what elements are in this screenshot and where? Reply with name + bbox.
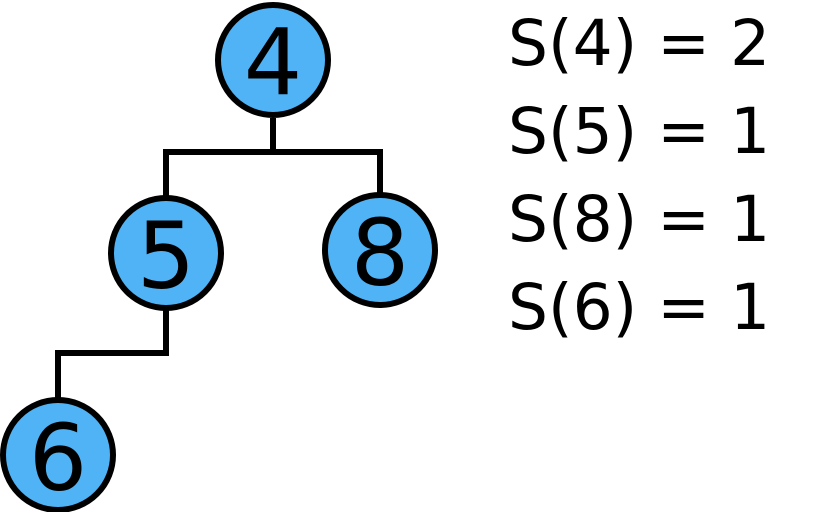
node-label-4: 4 [244, 10, 303, 117]
tree-edge-4-8 [273, 149, 383, 194]
tree-node-4[interactable]: 4 [215, 2, 331, 118]
tree-node-6[interactable]: 6 [0, 397, 116, 512]
node-label-5: 5 [137, 203, 196, 310]
node-circle-4 [215, 2, 331, 118]
tree-edge-5-6 [55, 310, 169, 400]
node-label-6: 6 [29, 405, 88, 512]
node-circle-8 [322, 192, 438, 308]
subtree-size-legend: S(4) = 2 S(5) = 1 S(8) = 1 S(6) = 1 [508, 0, 820, 360]
legend-line-s6: S(6) = 1 [508, 271, 771, 344]
node-circle-6 [0, 397, 116, 512]
legend-line-s8: S(8) = 1 [508, 183, 771, 256]
node-group: 45 8 6 [0, 2, 438, 512]
legend-line-s5: S(5) = 1 [508, 95, 771, 168]
legend-line-s4: S(4) = 2 [508, 7, 771, 80]
tree-edge-4-5 [163, 118, 276, 196]
edge-group [55, 118, 383, 400]
node-label-8: 8 [351, 200, 410, 307]
tree-node-8[interactable]: 8 [322, 192, 438, 308]
tree-node-5[interactable]: 5 [108, 195, 224, 311]
node-circle-5 [108, 195, 224, 311]
